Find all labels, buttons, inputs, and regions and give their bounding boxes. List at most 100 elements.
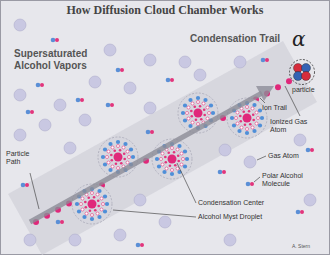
alcohol-negative-end xyxy=(56,220,61,225)
droplet-molecule xyxy=(252,113,255,116)
droplet-molecule xyxy=(126,150,129,153)
droplet-molecule xyxy=(101,155,105,159)
droplet-molecule xyxy=(97,205,100,208)
droplet-molecule xyxy=(100,208,103,211)
alcohol-positive-end xyxy=(170,78,174,82)
droplet-molecule xyxy=(245,131,249,135)
droplet-molecule xyxy=(246,106,249,109)
droplet-molecule xyxy=(257,117,260,120)
droplet-molecule xyxy=(187,106,190,109)
droplet-molecule xyxy=(260,116,264,120)
droplet-molecule xyxy=(211,111,215,115)
part-label: Ion Trail xyxy=(262,104,287,112)
droplet-molecule xyxy=(85,212,88,215)
alcohol-positive-end xyxy=(55,38,59,42)
gas-atom xyxy=(234,56,246,68)
droplet-molecule xyxy=(103,162,107,166)
alcohol-negative-end xyxy=(306,148,311,153)
droplet-molecule xyxy=(105,202,109,206)
droplet-molecule xyxy=(236,122,239,125)
droplet-molecule xyxy=(197,101,200,104)
droplet-molecule xyxy=(115,162,118,165)
droplet-molecule xyxy=(167,152,170,155)
droplet-molecule xyxy=(111,146,114,149)
alcohol-negative-end xyxy=(246,182,251,187)
droplet-molecule xyxy=(75,202,79,206)
droplet-molecule xyxy=(108,168,112,172)
droplet-molecule xyxy=(235,117,238,120)
alcohol-negative-end xyxy=(21,183,26,188)
alcohol-negative-end xyxy=(106,103,111,108)
ionized-gas-atom xyxy=(275,84,281,90)
leader-line xyxy=(30,173,39,209)
gas-atom xyxy=(294,134,306,146)
droplet-molecule xyxy=(106,156,109,159)
part-label: Alcohol Myst Droplet xyxy=(198,213,262,221)
droplet-molecule xyxy=(176,167,179,170)
droplet-molecule xyxy=(180,152,183,155)
alcohol-negative-end xyxy=(166,78,171,83)
alcohol-negative-end xyxy=(76,98,81,103)
droplet-molecule xyxy=(208,112,211,115)
droplet-molecule xyxy=(161,163,164,166)
droplet-molecule xyxy=(113,150,116,153)
droplet-molecule xyxy=(239,115,242,118)
droplet-molecule xyxy=(206,117,209,120)
alpha-particle xyxy=(290,60,315,85)
gas-atom xyxy=(159,216,171,228)
alcohol-negative-end xyxy=(51,38,56,43)
alcohol-negative-end xyxy=(36,83,41,88)
droplet-molecule xyxy=(169,164,172,167)
droplet-molecule xyxy=(96,193,99,196)
droplet-molecule xyxy=(195,118,198,121)
part-label: Particle Path xyxy=(6,150,42,166)
droplet-molecule xyxy=(203,114,206,117)
droplet-molecule xyxy=(202,102,205,105)
droplet-molecule xyxy=(230,116,234,120)
droplet-molecule xyxy=(232,123,236,127)
droplet-molecule xyxy=(197,123,200,126)
gas-atoms xyxy=(14,19,316,246)
condensation-center xyxy=(168,155,177,164)
alcohol-negative-end xyxy=(136,243,141,248)
droplet-molecule xyxy=(206,106,209,109)
part-label: Polar Alcohol Molecule xyxy=(262,172,318,188)
alcohol-positive-end xyxy=(300,210,304,214)
gas-atom xyxy=(64,142,76,154)
droplet-molecule xyxy=(209,103,213,107)
droplet-molecule xyxy=(251,126,254,129)
droplet-molecule xyxy=(90,217,94,221)
droplet-molecule xyxy=(128,156,131,159)
part-label: Gas Atom xyxy=(268,152,299,160)
droplet-molecule xyxy=(177,144,181,148)
droplets xyxy=(72,93,267,224)
gas-atom xyxy=(194,69,206,81)
part-label: Ionized Gas Atom xyxy=(270,118,316,134)
droplet-molecule xyxy=(251,107,254,110)
droplet-molecule xyxy=(240,120,243,123)
gas-atom xyxy=(124,82,136,94)
droplet-molecule xyxy=(87,197,90,200)
droplet-molecule xyxy=(111,165,114,168)
region-label: Condensation Trail xyxy=(190,33,280,45)
gas-atom xyxy=(14,129,26,141)
droplet-molecule xyxy=(93,196,96,199)
alcohol-positive-end xyxy=(222,170,226,174)
droplet-molecule xyxy=(100,197,103,200)
droplet-molecule xyxy=(183,103,187,107)
gas-atom xyxy=(179,56,191,68)
droplet-molecule xyxy=(97,215,101,219)
droplet-molecule xyxy=(97,199,100,202)
droplet-molecule xyxy=(181,111,185,115)
droplet-molecule xyxy=(203,98,207,102)
alcohol-positive-end xyxy=(150,130,154,134)
droplet-molecule xyxy=(182,158,185,161)
droplet-molecule xyxy=(161,152,164,155)
particle-path-head xyxy=(256,86,274,101)
droplet-molecule xyxy=(84,201,87,204)
droplet-molecule xyxy=(116,140,120,144)
droplet-molecule xyxy=(103,194,107,198)
droplet-molecule xyxy=(171,147,174,150)
droplet-molecule xyxy=(85,206,88,209)
